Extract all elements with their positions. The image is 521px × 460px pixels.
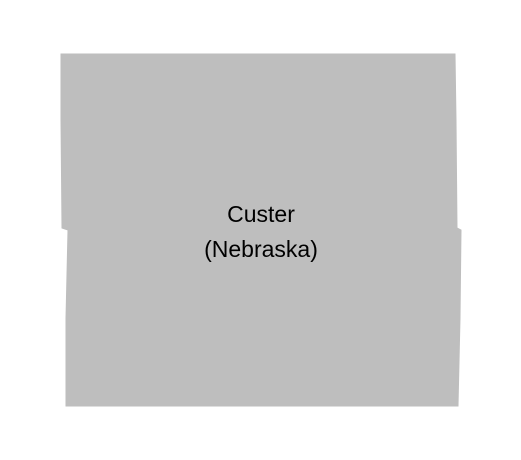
county-shape-custer[interactable] [60, 53, 462, 407]
county-label-state: (Nebraska) [204, 236, 318, 262]
county-label-name: Custer [227, 201, 295, 227]
